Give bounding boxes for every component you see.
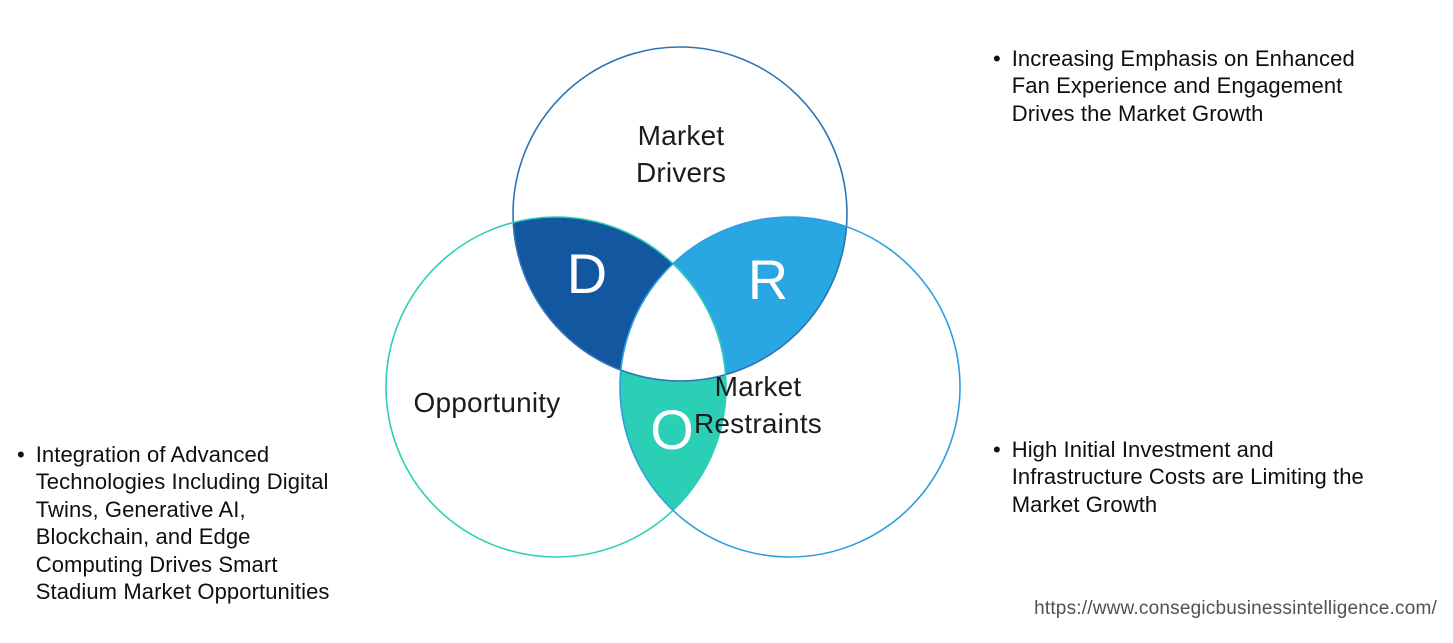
drivers-restraints-intersection-fill bbox=[620, 217, 847, 381]
restraints-circle-outline bbox=[619, 216, 961, 558]
bullet-dot-icon: • bbox=[993, 437, 1001, 462]
market-restraints-label: Market Restraints bbox=[693, 371, 823, 439]
drivers-opportunity-intersection-fill bbox=[513, 217, 726, 381]
source-website-url[interactable]: https://www.consegicbusinessintelligence… bbox=[1034, 598, 1437, 619]
bullet-dot-icon: • bbox=[993, 46, 1001, 71]
opportunity-intersection-letter: O bbox=[650, 398, 694, 461]
driver-bullet-text: Increasing Emphasis on Enhanced Fan Expe… bbox=[1011, 46, 1355, 126]
restraint-bullet-item: • High Initial Investment and Infrastruc… bbox=[993, 436, 1433, 518]
opportunity-bullet-item: • Integration of Advanced Technologies I… bbox=[17, 441, 387, 605]
driver-bullet-item: • Increasing Emphasis on Enhanced Fan Ex… bbox=[993, 45, 1423, 127]
opportunity-bullet-text: Integration of Advanced Technologies Inc… bbox=[35, 442, 330, 605]
drivers-circle-outline bbox=[512, 46, 848, 382]
drivers-intersection-letter: D bbox=[566, 242, 608, 305]
opportunity-label: Opportunity bbox=[413, 387, 561, 418]
restraints-intersection-letter: R bbox=[747, 248, 789, 311]
bullet-dot-icon: • bbox=[17, 442, 25, 467]
market-drivers-label: Market Drivers bbox=[635, 120, 727, 188]
venn-diagram bbox=[385, 46, 961, 558]
restraint-bullet-text: High Initial Investment and Infrastructu… bbox=[1011, 437, 1364, 517]
opportunity-circle-outline bbox=[385, 216, 727, 558]
